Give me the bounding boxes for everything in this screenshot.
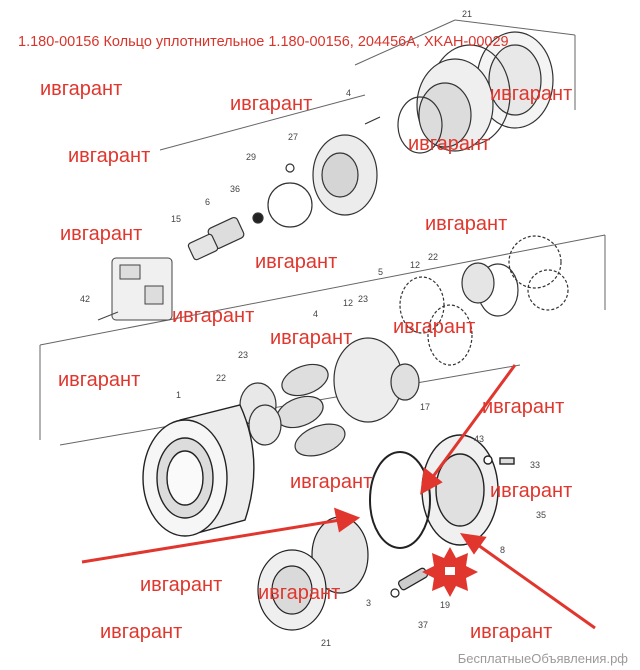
watermark-text: ивгарант: [172, 305, 255, 327]
watermark-text: ивгарант: [490, 480, 573, 502]
part-number-label: 15: [171, 214, 181, 224]
watermark-text: ивгарант: [290, 471, 373, 493]
listing-title: 1.180-00156 Кольцо уплотнительное 1.180-…: [18, 34, 509, 50]
part-number-label: 23: [238, 350, 248, 360]
watermark-text: ивгарант: [490, 83, 573, 105]
watermark-text: ивгарант: [100, 621, 183, 643]
part-number-label: 5: [378, 267, 383, 277]
red-arrows: [81, 364, 596, 630]
watermark-text: ивгарант: [470, 621, 553, 643]
part-number-label: 33: [530, 460, 540, 470]
watermark-text: ивгарант: [408, 133, 491, 155]
upper-assembly: [187, 31, 554, 261]
part-number-label: 12: [410, 260, 420, 270]
watermark-text: ивгарант: [255, 251, 338, 273]
main-housing: [142, 404, 255, 537]
part-number-label: 1: [176, 390, 181, 400]
part-number-labels: 21 4 27 29 36 6 15 42 5 12 22 12 23 4 23 22 1 17 43 33 35 8 3 3…: [80, 9, 546, 648]
part-number-label: 3: [366, 598, 371, 608]
part-number-label: 22: [216, 373, 226, 383]
watermark-text: ивгарант: [270, 327, 353, 349]
part-number-label: 4: [313, 309, 318, 319]
watermark-text: ивгарант: [40, 78, 123, 100]
watermark-text: ивгарант: [58, 369, 141, 391]
part-number-label: 35: [536, 510, 546, 520]
watermark-text: ивгарант: [482, 396, 565, 418]
lower-assembly: [257, 516, 428, 631]
starburst-badge-icon: [422, 547, 478, 597]
watermark-text: ивгарант: [258, 582, 341, 604]
part-number-label: 8: [500, 545, 505, 555]
part-number-label: 27: [288, 132, 298, 142]
part-number-label: 21: [321, 638, 331, 648]
part-number-label: 4: [346, 88, 351, 98]
part-number-label: 17: [420, 402, 430, 412]
part-number-label: 22: [428, 252, 438, 262]
part-number-label: 21: [462, 9, 472, 19]
watermark-text: ивгарант: [68, 145, 151, 167]
planetary-assembly: [239, 235, 569, 457]
part-number-label: 23: [358, 294, 368, 304]
part-number-label: 19: [440, 600, 450, 610]
watermark-text: ивгарант: [230, 93, 313, 115]
part-number-label: 42: [80, 294, 90, 304]
end-cover: [369, 434, 515, 549]
part-number-label: 12: [343, 298, 353, 308]
part-number-label: 43: [474, 434, 484, 444]
watermark-text: ивгарант: [425, 213, 508, 235]
part-number-label: 37: [418, 620, 428, 630]
part-number-label: 6: [205, 197, 210, 207]
part-number-label: 29: [246, 152, 256, 162]
valve-block: [97, 257, 173, 321]
watermark-text: ивгарант: [140, 574, 223, 596]
part-number-label: 36: [230, 184, 240, 194]
watermark-text: ивгарант: [393, 316, 476, 338]
watermark-text: ивгарант: [60, 223, 143, 245]
site-footer: БесплатныеОбъявления.рф: [457, 651, 628, 666]
